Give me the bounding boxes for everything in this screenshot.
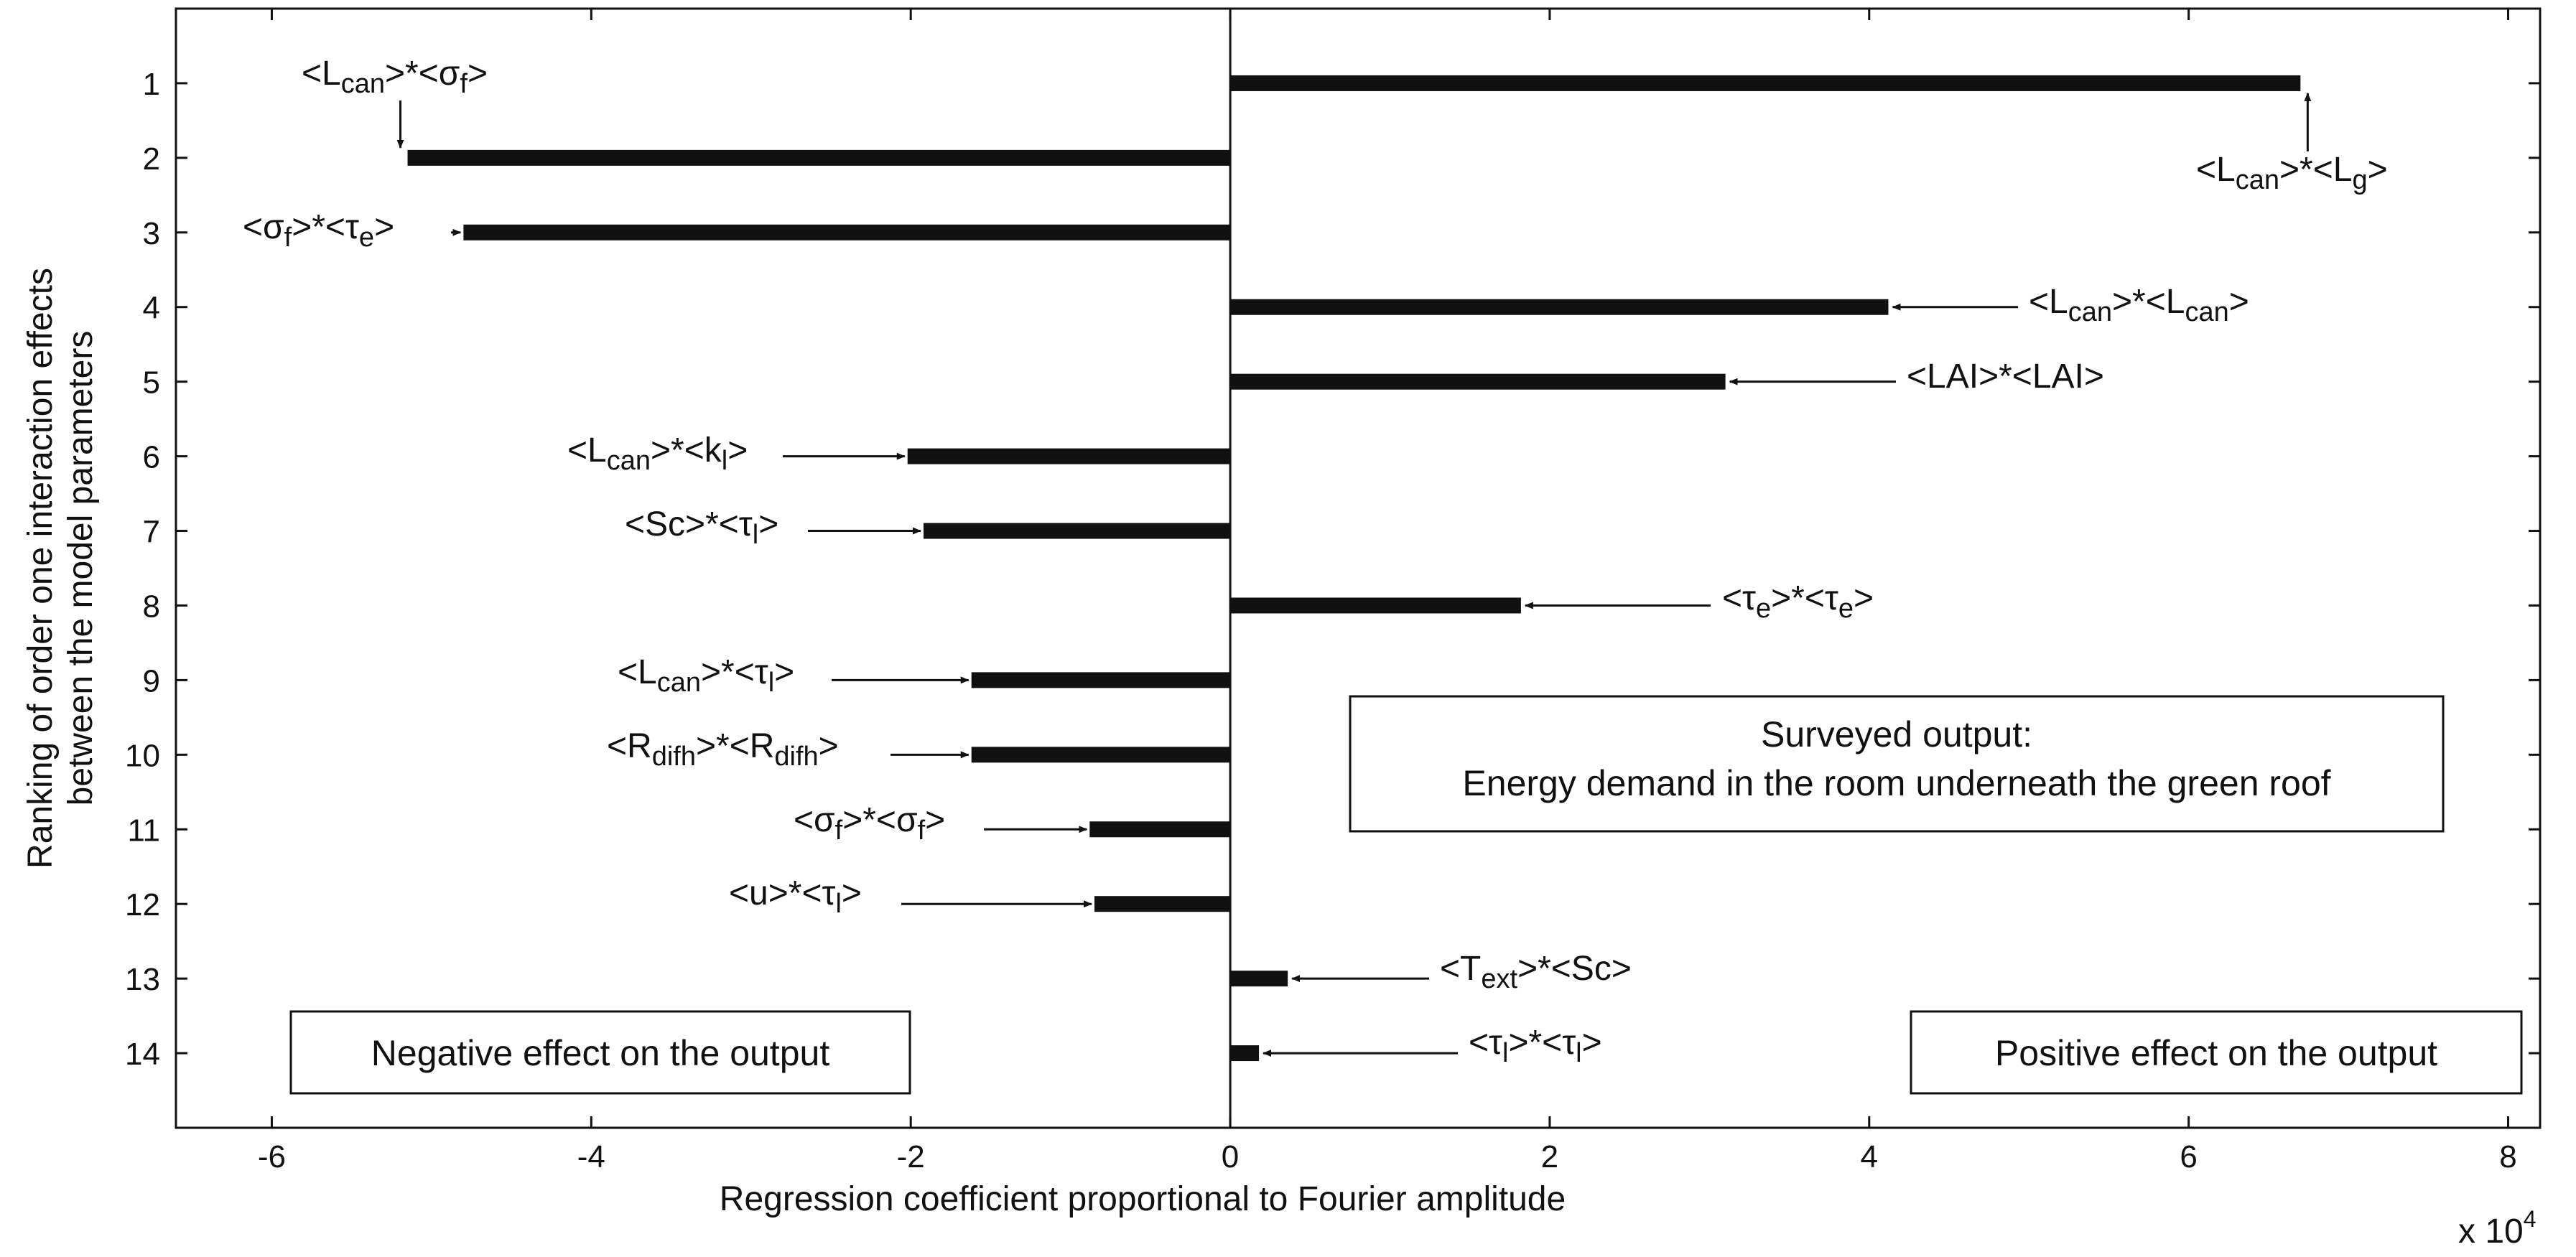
annotation-label-rank-10: <Rdifh>*<Rdifh> [607, 727, 839, 772]
annotation-label-rank-6: <Lcan>*<kl> [567, 431, 748, 476]
bar-rank-10 [971, 747, 1231, 763]
y-tick-label: 12 [125, 887, 160, 922]
x-tick-label: 4 [1861, 1139, 1878, 1174]
bar-rank-12 [1094, 896, 1231, 912]
y-tick-label: 14 [125, 1037, 160, 1072]
y-tick-label: 2 [143, 141, 160, 177]
annotation-label-rank-1: <Lcan>*<Lg> [2196, 151, 2388, 195]
bar-rank-9 [971, 672, 1231, 688]
plot-border [175, 7, 2542, 1129]
annotation-label-rank-7: <Sc>*<τl> [625, 505, 778, 550]
y-tick-label: 9 [143, 663, 160, 698]
bar-rank-6 [907, 448, 1231, 464]
bar-rank-13 [1230, 971, 1288, 987]
x-tick-label: 0 [1222, 1139, 1239, 1174]
annotations-group: <Lcan>*<Lg> <Lcan>*<σf> <σf>*<τe> <Lcan>*<L… [243, 55, 2388, 1068]
bar-rank-8 [1230, 597, 1521, 614]
bar-rank-11 [1089, 821, 1231, 838]
positive-effect-box [1910, 1010, 2523, 1095]
y-tick-label: 11 [127, 813, 160, 848]
bar-rank-7 [923, 523, 1231, 539]
bar-rank-4 [1230, 299, 1889, 315]
annotation-label-rank-9: <Lcan>*<τl> [618, 653, 794, 698]
annotation-label-rank-8: <τe>*<τe> [1722, 579, 1874, 624]
bar-rank-3 [463, 224, 1231, 240]
surveyed-output-box [1349, 695, 2445, 833]
y-tick-label: 5 [143, 365, 160, 401]
annotation-label-rank-4: <Lcan>*<Lcan> [2029, 283, 2249, 327]
y-tick-label: 10 [125, 738, 160, 773]
annotation-label-rank-12: <u>*<τl> [729, 874, 862, 919]
annotation-label-rank-13: <Text>*<Sc> [1440, 950, 1632, 994]
annotation-label-rank-14: <τl>*<τl> [1469, 1024, 1602, 1068]
annotation-label-rank-5: <LAI>*<LAI> [1907, 358, 2104, 396]
y-tick-label: 13 [125, 962, 160, 997]
x-tick-label: -6 [258, 1139, 286, 1174]
positive-effect-label: Positive effect on the output [1995, 1033, 2437, 1073]
negative-effect-label: Negative effect on the output [371, 1033, 830, 1073]
y-tick-label: 3 [143, 216, 160, 251]
y-tick-label: 6 [143, 440, 160, 475]
x-tick-label: 6 [2180, 1139, 2197, 1174]
bar-rank-1 [1230, 75, 2301, 91]
plot-frame [175, 7, 2542, 1129]
x-multiplier-label: x 104 [2458, 1206, 2537, 1251]
x-tick-label: -4 [577, 1139, 605, 1174]
annotation-label-rank-2: <Lcan>*<σf> [302, 55, 488, 99]
y-tick-label: 1 [143, 67, 160, 102]
annotation-label-rank-11: <σf>*<σf> [794, 801, 945, 846]
x-tick-label: -2 [897, 1139, 925, 1174]
y-tick-label: 8 [143, 589, 160, 624]
annotation-label-rank-3: <σf>*<τe> [243, 208, 394, 253]
bar-rank-2 [407, 149, 1231, 166]
y-tick-label: 4 [143, 291, 160, 326]
x-tick-label: 2 [1541, 1139, 1558, 1174]
surveyed-output-description: Energy demand in the room underneath the… [1462, 763, 2330, 803]
note-boxes: Surveyed output: Energy demand in the roo… [289, 695, 2523, 1095]
bars-group [407, 75, 2301, 1062]
x-tick-label: 8 [2499, 1139, 2516, 1174]
surveyed-output-title: Surveyed output: [1761, 714, 2032, 754]
y-tick-label: 7 [143, 515, 160, 550]
bar-rank-5 [1230, 373, 1726, 390]
negative-effect-box [289, 1010, 911, 1095]
y-axis-label: Ranking of order one interaction effects… [22, 268, 100, 869]
x-axis-label: Regression coefficient proportional to F… [720, 1180, 1566, 1218]
bar-rank-14 [1230, 1045, 1260, 1062]
